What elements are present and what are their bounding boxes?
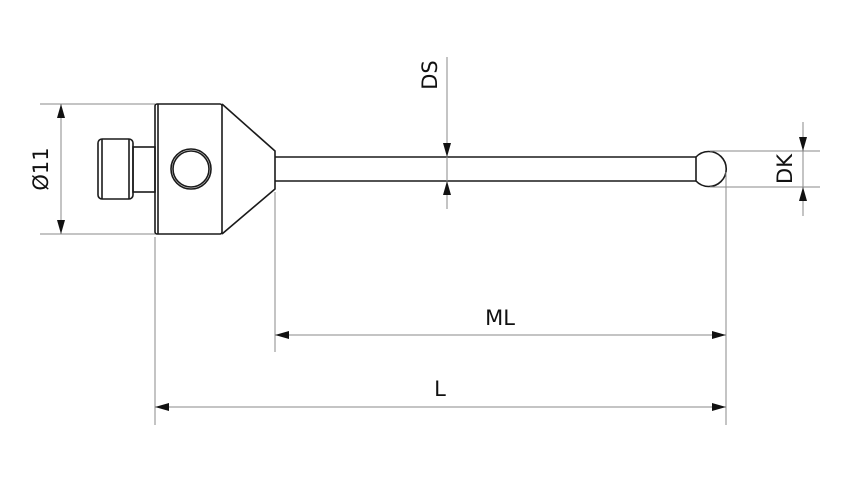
dimension-dk: DK (710, 122, 820, 216)
dimension-diameter: Ø11 (29, 103, 155, 235)
neck (132, 146, 156, 193)
dimension-l: L (154, 237, 726, 425)
body (154, 103, 223, 235)
dimension-ds: DS (418, 57, 451, 209)
cone (221, 103, 276, 235)
cross-hole (170, 148, 212, 190)
ball-tip (695, 150, 728, 188)
stylus-part (97, 103, 728, 235)
thread-stud (97, 138, 134, 200)
dimension-ml: ML (274, 172, 727, 425)
ds-label: DS (418, 60, 442, 90)
ml-label: ML (485, 306, 515, 330)
l-label: L (434, 377, 446, 401)
diameter-label: Ø11 (29, 147, 53, 190)
dk-label: DK (773, 153, 797, 184)
